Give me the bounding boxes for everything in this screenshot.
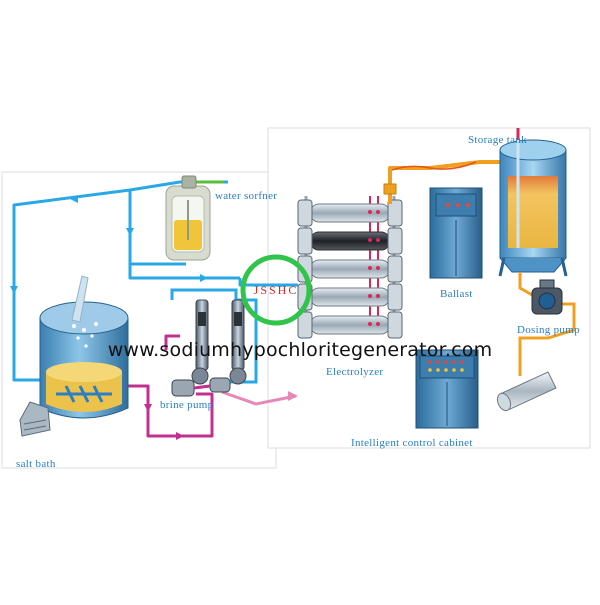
- water-flow-arrows: [10, 195, 208, 294]
- brand-mark: JSSHC: [253, 283, 299, 297]
- product-pipeline: [383, 160, 504, 204]
- dosing-line: [518, 272, 576, 376]
- label-ballast: Ballast: [440, 288, 473, 300]
- control-cabinet: [415, 349, 479, 429]
- ballast-unit: [429, 187, 483, 279]
- label-salt-bath: salt bath: [16, 458, 56, 470]
- outlet-pipe: [496, 371, 557, 412]
- label-electrolyzer: Electrolyzer: [326, 366, 384, 378]
- dosing-pump: [531, 279, 563, 315]
- label-water-softener: water sorfner: [215, 190, 278, 202]
- water-softener: [165, 175, 211, 261]
- label-storage-tank: Storage tank: [468, 134, 527, 146]
- storage-tank: [498, 128, 568, 277]
- brine-pump-assembly: [170, 288, 258, 397]
- brand-ring: [240, 254, 312, 326]
- brine-to-electrolyzer: [221, 390, 297, 406]
- salt-bath-tank: [19, 275, 129, 437]
- watermark-url: www.sodiumhypochloritegenerator.com: [107, 339, 493, 361]
- label-brine-pump: brine pump: [160, 399, 214, 411]
- brine-flow-arrows: [144, 404, 184, 440]
- label-control-cabinet: Intelligent control cabinet: [351, 437, 473, 449]
- brine-feed-arrow: [288, 391, 298, 401]
- label-dosing-pump: Dosing pump: [517, 324, 580, 336]
